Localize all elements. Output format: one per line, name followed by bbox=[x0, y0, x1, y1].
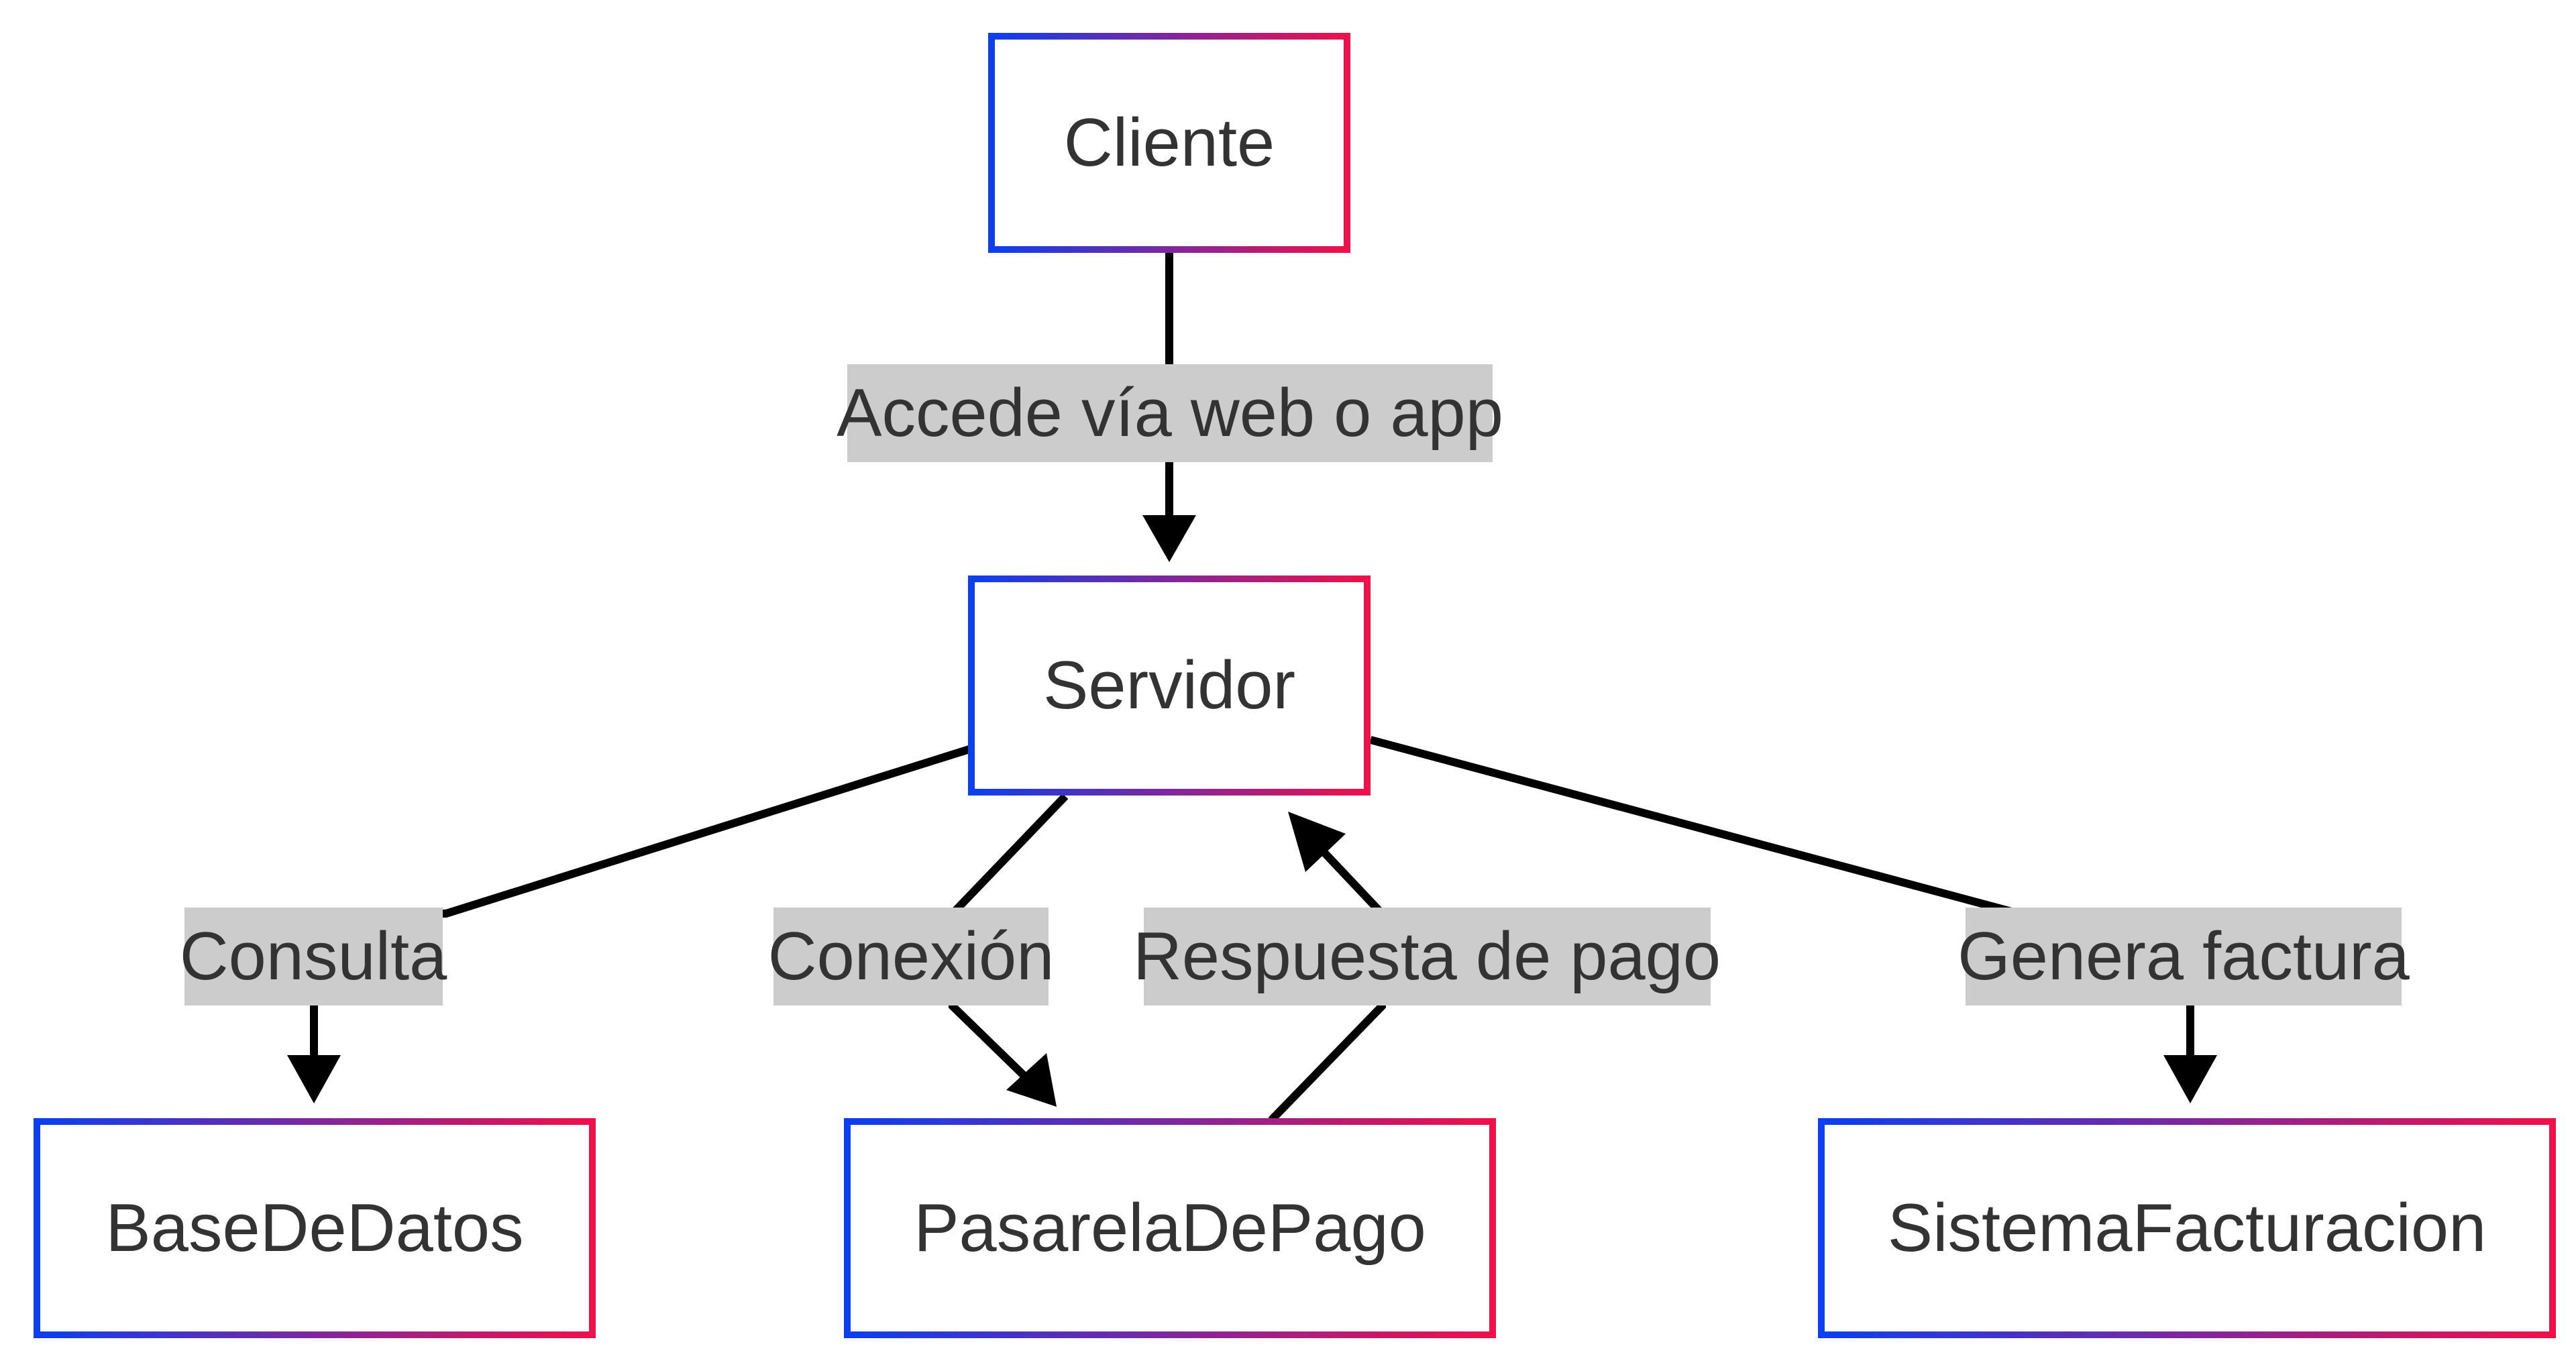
edge-label-bg-conexion bbox=[773, 908, 1049, 1005]
edge-label-bg-accede bbox=[847, 364, 1493, 462]
edge-label-consulta: Consulta bbox=[180, 919, 447, 994]
edge-servidor-facturacion bbox=[1369, 736, 2194, 1055]
node-pasareladepago-box bbox=[844, 1118, 1496, 1338]
arrowhead-servidor-from-cliente bbox=[1142, 515, 1196, 562]
arrowhead-servidor-from-pasarela bbox=[1288, 812, 1346, 872]
arrowhead-basededatos bbox=[287, 1055, 341, 1103]
edge-label-accede: Accede vía web o app bbox=[837, 376, 1503, 451]
edge-label-respuesta: Respuesta de pago bbox=[1133, 919, 1721, 994]
arrowhead-pasarela bbox=[1006, 1053, 1057, 1107]
node-sistemafacturacion-label: SistemaFacturacion bbox=[1888, 1191, 2487, 1266]
edge-labels: Accede vía web o app Consulta Conexión R… bbox=[180, 364, 2410, 1005]
node-basededatos[interactable]: BaseDeDatos bbox=[34, 1118, 596, 1338]
node-servidor[interactable]: Servidor bbox=[968, 576, 1371, 796]
edge-servidor-basededatos bbox=[310, 745, 971, 1055]
node-cliente-label: Cliente bbox=[1064, 105, 1275, 180]
edge-label-bg-consulta bbox=[184, 908, 443, 1005]
edge-label-genera: Genera factura bbox=[1957, 919, 2410, 994]
node-sistemafacturacion[interactable]: SistemaFacturacion bbox=[1818, 1118, 2556, 1338]
node-servidor-box bbox=[968, 576, 1371, 796]
nodes: Cliente Servidor BaseDeDatos PasarelaDeP… bbox=[34, 33, 2556, 1338]
node-basededatos-box bbox=[34, 1118, 596, 1338]
edge-label-bg-genera bbox=[1966, 908, 2402, 1005]
arrowhead-facturacion bbox=[2163, 1055, 2217, 1103]
node-servidor-label: Servidor bbox=[1043, 648, 1295, 723]
edge-label-conexion: Conexión bbox=[768, 919, 1055, 994]
node-pasareladepago-label: PasarelaDePago bbox=[914, 1191, 1426, 1266]
node-cliente[interactable]: Cliente bbox=[988, 33, 1350, 253]
node-pasareladepago[interactable]: PasarelaDePago bbox=[844, 1118, 1496, 1338]
node-sistemafacturacion-box bbox=[1818, 1118, 2556, 1338]
edge-label-bg-respuesta bbox=[1144, 908, 1711, 1005]
node-cliente-box bbox=[988, 33, 1350, 253]
node-basededatos-label: BaseDeDatos bbox=[105, 1191, 523, 1266]
